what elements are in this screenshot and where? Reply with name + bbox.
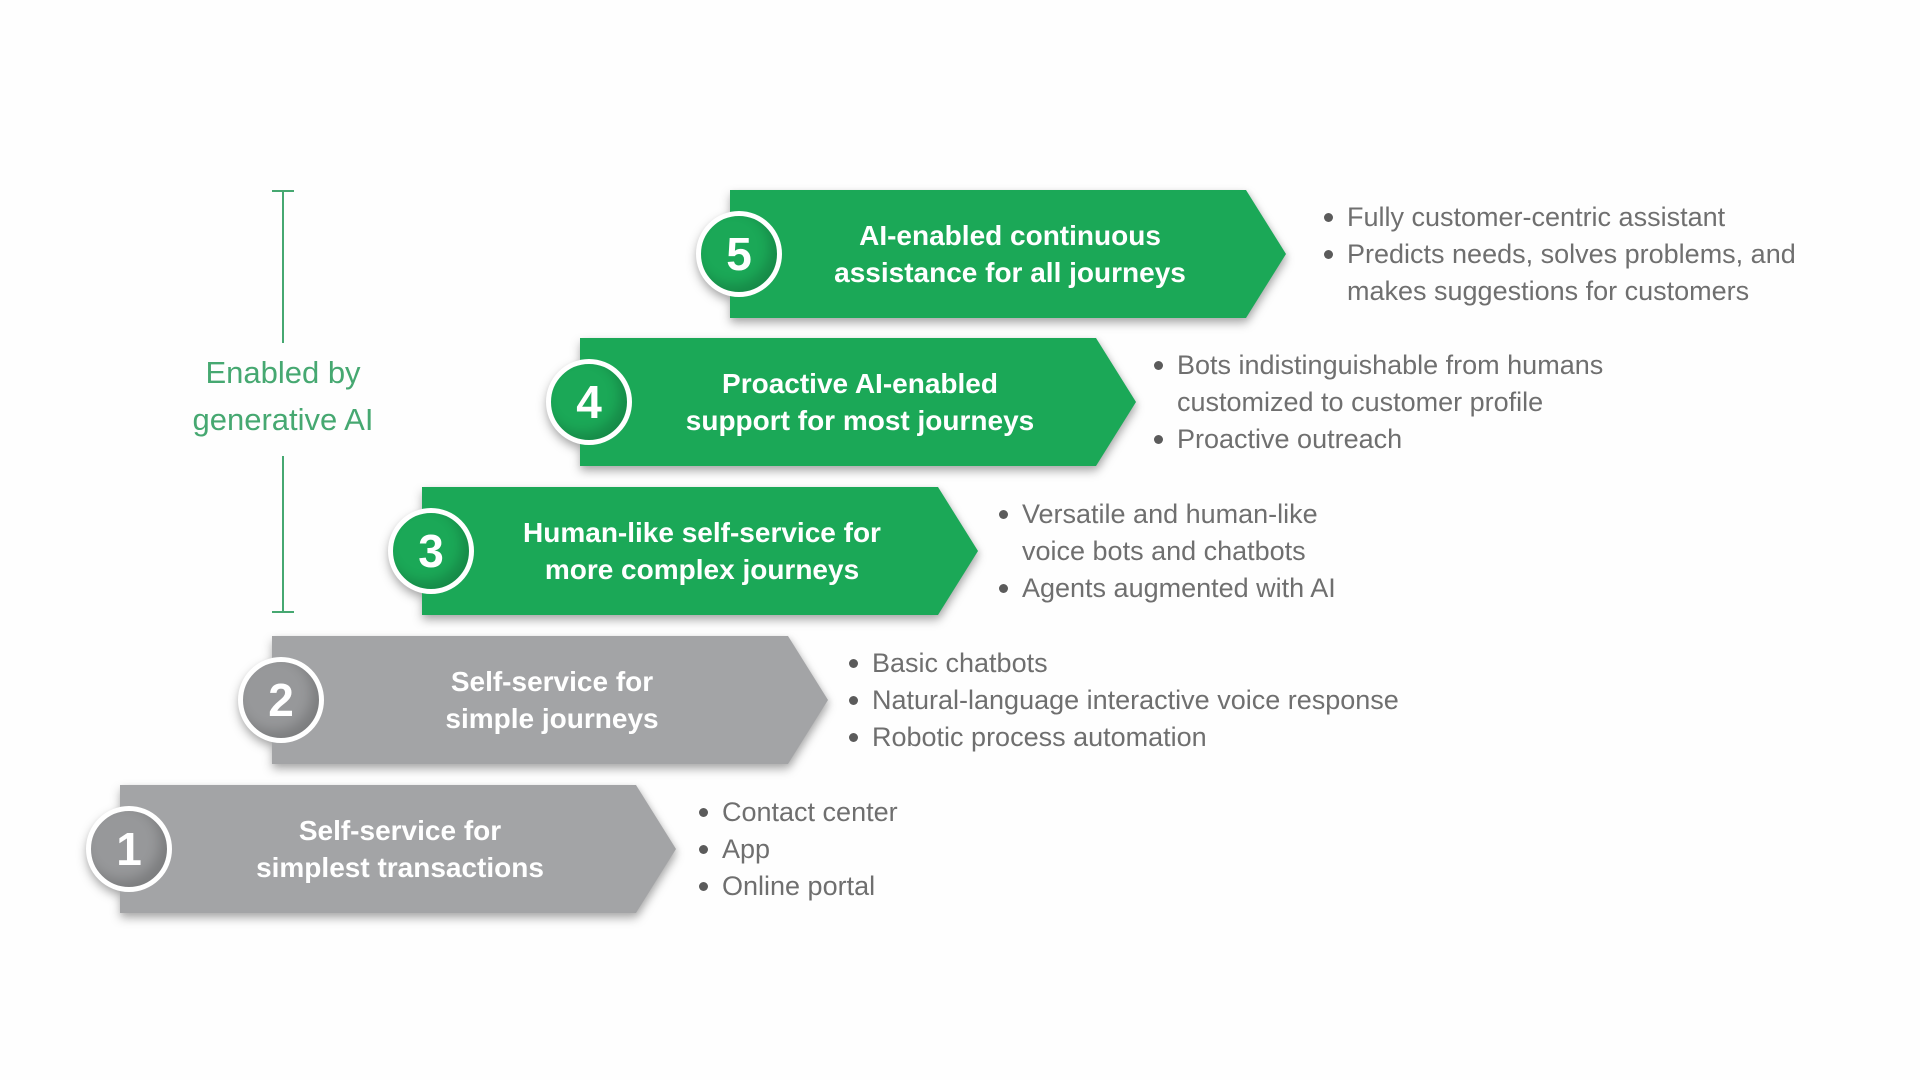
bullet-dot [1154, 434, 1163, 444]
level-banner-wrap: Proactive AI-enabled support for most jo… [546, 338, 1136, 466]
level-number-badge: 2 [238, 657, 324, 743]
bullet-dot [849, 695, 858, 705]
bullet-text: Agents augmented with AI [1022, 572, 1336, 603]
bullet-text: Basic chatbots [872, 647, 1048, 678]
bullet-item: Agents augmented with AI [995, 570, 1355, 607]
level-number-badge: 1 [86, 806, 172, 892]
level-bullet-list: Versatile and human-like voice bots and … [995, 487, 1355, 615]
bullet-dot [999, 583, 1008, 593]
level-title: Human-like self-service for more complex… [523, 517, 881, 585]
bullet-item: Natural-language interactive voice respo… [845, 682, 1475, 719]
level-number: 4 [576, 376, 602, 428]
level-banner-arrow: Human-like self-service for more complex… [422, 487, 978, 615]
bullet-text: Bots indistinguishable from humans custo… [1177, 349, 1604, 417]
bullet-dot [1154, 360, 1163, 370]
level-number: 5 [726, 228, 752, 280]
level-banner-wrap: AI-enabled continuous assistance for all… [696, 190, 1286, 318]
level-banner-arrow: Self-service for simple journeys [272, 636, 828, 764]
bullet-dot [699, 881, 708, 891]
bullet-text: Fully customer-centric assistant [1347, 201, 1726, 232]
bracket-label: Enabled by generative AI [192, 355, 374, 437]
bullet-item: App [695, 831, 1115, 868]
bullet-item: Online portal [695, 868, 1115, 905]
bullet-text: Proactive outreach [1177, 423, 1403, 454]
bullet-text: Online portal [722, 870, 876, 901]
bullet-dot [849, 732, 858, 742]
bullet-item: Bots indistinguishable from humans custo… [1150, 347, 1655, 421]
level-banner-wrap: Self-service for simplest transactions 1 [86, 785, 676, 913]
level-number-badge: 3 [388, 508, 474, 594]
level-title: AI-enabled continuous assistance for all… [834, 220, 1186, 288]
level-bullet-list: Bots indistinguishable from humans custo… [1150, 338, 1655, 466]
bullet-dot [999, 509, 1008, 519]
bullet-text: Versatile and human-like voice bots and … [1022, 498, 1318, 566]
bullet-item: Contact center [695, 794, 1115, 831]
level-banner-arrow: Self-service for simplest transactions [120, 785, 676, 913]
level-banner-wrap: Self-service for simple journeys 2 [238, 636, 828, 764]
level-banner-wrap: Human-like self-service for more complex… [388, 487, 978, 615]
bullet-text: Natural-language interactive voice respo… [872, 684, 1399, 715]
level-number: 3 [418, 525, 444, 577]
bullet-item: Basic chatbots [845, 645, 1475, 682]
bullet-text: Robotic process automation [872, 721, 1207, 752]
level-title: Self-service for simple journeys [445, 666, 659, 734]
level-number: 1 [116, 823, 142, 875]
bracket-upper-line [282, 191, 284, 343]
bullet-item: Fully customer-centric assistant [1320, 199, 1820, 236]
level-number: 2 [268, 674, 294, 726]
bullet-dot [1324, 249, 1333, 259]
bullet-item: Robotic process automation [845, 719, 1475, 756]
bullet-item: Predicts needs, solves problems, and mak… [1320, 236, 1820, 310]
bracket-lower-line [282, 456, 284, 612]
level-title: Proactive AI-enabled support for most jo… [685, 368, 1035, 436]
level-number-badge: 4 [546, 359, 632, 445]
bullet-dot [699, 844, 708, 854]
level-banner-arrow: AI-enabled continuous assistance for all… [730, 190, 1286, 318]
bullet-item: Versatile and human-like voice bots and … [995, 496, 1355, 570]
bullet-text: Contact center [722, 796, 898, 827]
bullet-dot [699, 807, 708, 817]
bullet-dot [1324, 212, 1333, 222]
level-number-badge: 5 [696, 211, 782, 297]
bullet-text: Predicts needs, solves problems, and mak… [1347, 238, 1796, 306]
bullet-dot [849, 658, 858, 668]
level-banner-arrow: Proactive AI-enabled support for most jo… [580, 338, 1136, 466]
level-title: Self-service for simplest transactions [256, 815, 544, 883]
bullet-item: Proactive outreach [1150, 421, 1655, 458]
bullet-text: App [722, 833, 771, 864]
bracket-bottom-tick [272, 611, 294, 613]
